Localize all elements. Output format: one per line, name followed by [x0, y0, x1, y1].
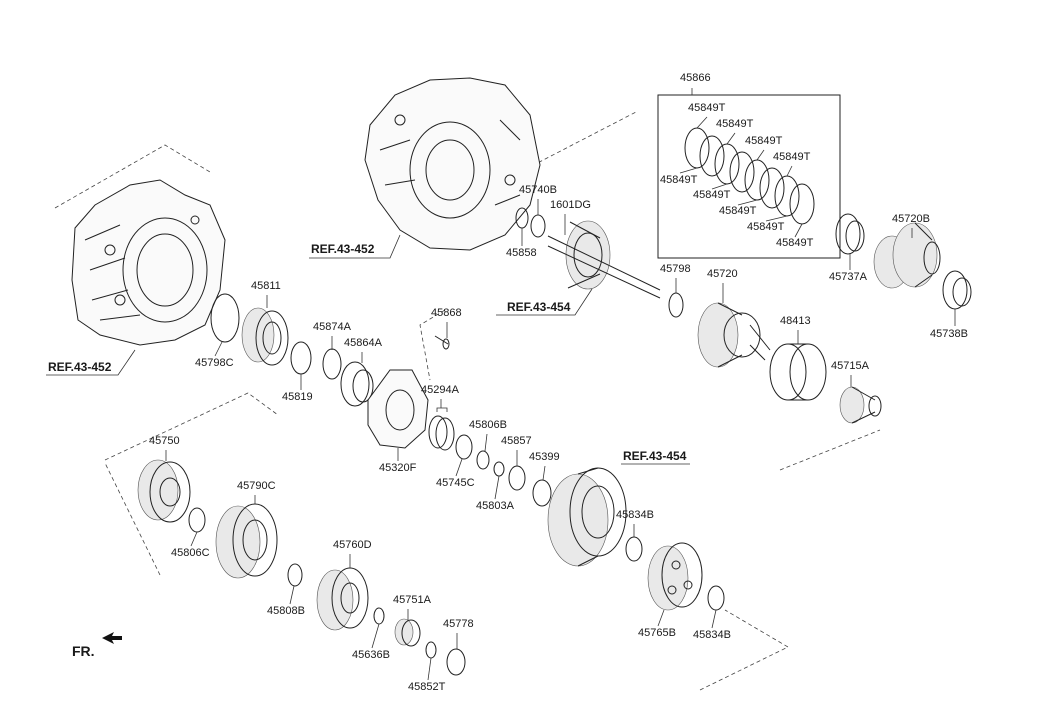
transmission-case-left — [71, 179, 226, 346]
washer-45803a — [493, 461, 505, 477]
part-label-45868: 45868 — [431, 307, 462, 319]
part-label-45738b: 45738B — [930, 328, 968, 340]
part-label-45790c: 45790C — [237, 480, 276, 492]
part-label-45858: 45858 — [506, 247, 537, 259]
part-label-1601dg: 1601DG — [550, 199, 591, 211]
drum-45720 — [697, 302, 771, 368]
part-label-45849t: 45849T — [688, 102, 726, 114]
part-label-45849t: 45849T — [719, 205, 757, 217]
part-label-48413: 48413 — [780, 315, 811, 327]
bearing-45738b — [942, 270, 972, 310]
part-label-45636b: 45636B — [352, 649, 390, 661]
ring-45399 — [532, 479, 552, 507]
reference-labels: REF.43-452 REF.43-452 REF.43-454 REF.43-… — [48, 242, 687, 463]
bolt-45868 — [434, 335, 450, 350]
ring-45874a — [322, 348, 342, 380]
part-label-45806c: 45806C — [171, 547, 210, 559]
part-label-45745c: 45745C — [436, 477, 475, 489]
washer-45806c — [188, 507, 206, 533]
washer-45798 — [668, 292, 684, 318]
part-label-45751a: 45751A — [393, 594, 432, 606]
output-shaft-1601dg — [547, 220, 661, 299]
part-label-45740b: 45740B — [519, 184, 557, 196]
part-label-45737a: 45737A — [829, 271, 868, 283]
part-label-45849t: 45849T — [693, 189, 731, 201]
part-label-45750: 45750 — [149, 435, 180, 447]
ring-45294a — [428, 407, 455, 451]
front-arrow-icon — [102, 632, 122, 644]
ref-label[interactable]: REF.43-454 — [623, 449, 687, 463]
part-label-45834b: 45834B — [616, 509, 654, 521]
part-label-45399: 45399 — [529, 451, 560, 463]
ref-label[interactable]: REF.43-452 — [311, 242, 375, 256]
washer-45819 — [290, 341, 312, 375]
part-label-45834b: 45834B — [693, 629, 731, 641]
part-label-45720: 45720 — [707, 268, 738, 280]
drum-45790c — [215, 503, 278, 579]
part-label-45720b: 45720B — [892, 213, 930, 225]
bearing-45864a — [340, 361, 374, 407]
gear-45751a — [394, 618, 421, 647]
part-label-45857: 45857 — [501, 435, 532, 447]
part-label-45849t: 45849T — [660, 174, 698, 186]
leader-lines — [46, 88, 956, 681]
washer-45636b — [373, 607, 385, 625]
part-label-45852t: 45852T — [408, 681, 446, 693]
part-label-45811: 45811 — [251, 280, 281, 292]
spline-45715a — [839, 386, 882, 424]
part-label-45864a: 45864A — [344, 337, 383, 349]
part-label-45798c: 45798C — [195, 357, 234, 369]
part-label-45778: 45778 — [443, 618, 474, 630]
part-label-45866: 45866 — [680, 72, 711, 84]
ring-48413 — [769, 343, 827, 401]
carrier-45765b — [647, 542, 703, 611]
dashed-outlines — [54, 94, 881, 691]
large-gear-ref-43-454 — [547, 467, 627, 567]
transmission-case-upper — [364, 77, 541, 251]
clutch-45760d — [316, 567, 369, 631]
part-label-45819: 45819 — [282, 391, 313, 403]
washer-45857 — [508, 465, 526, 491]
part-label-45294a: 45294A — [421, 384, 460, 396]
washer-45808b — [287, 563, 303, 587]
washer-45852t — [425, 641, 437, 659]
part-label-45808b: 45808B — [267, 605, 305, 617]
part-label-45320f: 45320F — [379, 462, 417, 474]
ring-45745c — [455, 434, 473, 460]
part-label-45849t: 45849T — [745, 135, 783, 147]
part-label-45849t: 45849T — [747, 221, 785, 233]
front-label: FR. — [72, 643, 95, 659]
washer-45806b — [476, 450, 490, 470]
ring-45834b-upper — [625, 536, 643, 562]
part-label-45849t: 45849T — [716, 118, 754, 130]
ref-label[interactable]: REF.43-452 — [48, 360, 112, 374]
part-label-45849t: 45849T — [776, 237, 814, 249]
part-labels: 45866 45849T 45849T 45849T 45849T 45849T… — [149, 72, 968, 693]
part-label-45803a: 45803A — [476, 500, 515, 512]
ref-label[interactable]: REF.43-454 — [507, 300, 571, 314]
ring-45834b-lower — [707, 585, 725, 611]
part-label-45806b: 45806B — [469, 419, 507, 431]
snap-ring-45798c — [210, 293, 240, 343]
part-label-45765b: 45765B — [638, 627, 676, 639]
drum-45811 — [241, 307, 289, 366]
part-label-45874a: 45874A — [313, 321, 352, 333]
bearing-45737a — [835, 213, 865, 255]
plate-45320f — [367, 369, 429, 449]
part-label-45798: 45798 — [660, 263, 691, 275]
part-label-45849t: 45849T — [773, 151, 811, 163]
part-label-45715a: 45715A — [831, 360, 870, 372]
front-direction-indicator: FR. — [72, 632, 122, 659]
ring-45778 — [446, 648, 466, 676]
differential-45720b — [873, 222, 941, 289]
part-label-45760d: 45760D — [333, 539, 372, 551]
pump-45750 — [137, 459, 191, 523]
